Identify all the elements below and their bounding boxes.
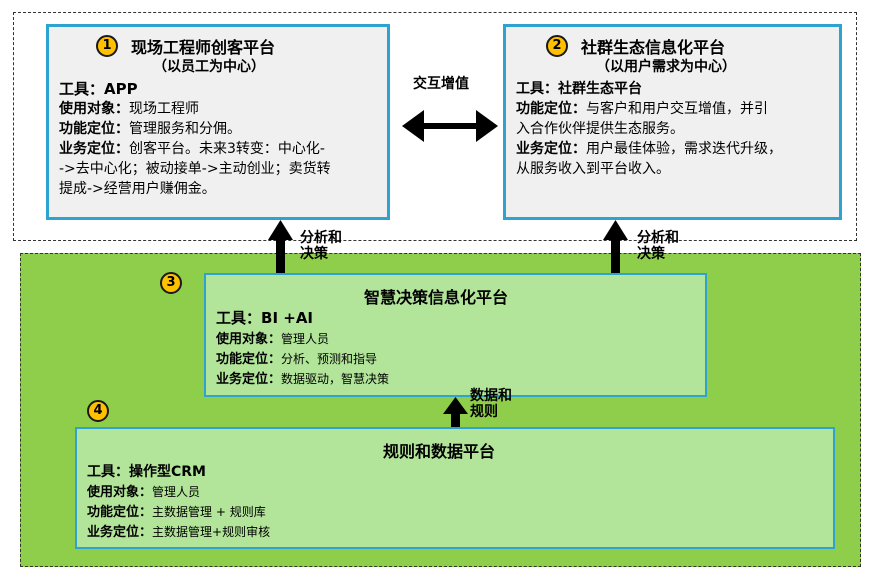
box1-biz-val-2: ->去中心化；被动接单->主动创业；卖货转 (59, 161, 331, 177)
arrow-label-data-rules: 数据和 规则 (470, 388, 512, 420)
box3-tool-key: 工具： (216, 309, 262, 327)
badge-4: 4 (87, 400, 109, 422)
arrow-label-center-line-2: 规则 (470, 404, 498, 420)
exchange-label: 交互增值 (413, 76, 469, 92)
box3-func-line: 功能定位：分析、预测和指导 (216, 348, 377, 367)
box3-title: 智慧决策信息化平台 (364, 288, 509, 307)
box2-func-val-1: 与客户和用户交互增值，并引 (586, 101, 768, 117)
box2-biz-val-2: 从服务收入到平台收入。 (516, 161, 670, 177)
box3-biz-val: 数据驱动，智慧决策 (281, 372, 390, 386)
double-arrow (402, 110, 498, 142)
badge-1: 1 (96, 35, 118, 57)
box2-title: 社群生态信息化平台 (581, 38, 726, 57)
box2-func-val-2: 入合作伙伴提供生态服务。 (516, 121, 684, 137)
box4-tool-line: 工具：操作型CRM (87, 461, 206, 481)
box1-tool-key: 工具： (59, 80, 105, 98)
box1-tool-line: 工具：APP (59, 78, 138, 99)
box4-biz-line: 业务定位：主数据管理+规则审核 (87, 521, 270, 540)
box4-title: 规则和数据平台 (383, 442, 496, 461)
arrow-label-right-line-1: 分析和 (637, 230, 679, 246)
badge-2: 2 (546, 35, 568, 57)
box1-subtitle: （以员工为中心） (153, 59, 265, 75)
box4-func-val: 主数据管理 + 规则库 (152, 505, 266, 519)
box2-biz-line: 业务定位：用户最佳体验，需求迭代升级， (516, 138, 782, 158)
box3-target-key: 使用对象： (216, 332, 282, 347)
up-arrow-left (268, 220, 293, 273)
box-engineer-platform: 1 现场工程师创客平台 （以员工为中心） 工具：APP 使用对象：现场工程师 功… (46, 24, 390, 220)
arrow-label-analysis-left: 分析和 决策 (300, 230, 342, 262)
box4-tool-key: 工具： (87, 464, 129, 480)
up-arrow-center (443, 397, 468, 427)
box2-tool-line: 工具：社群生态平台 (516, 78, 642, 98)
box3-target-val: 管理人员 (281, 332, 330, 346)
box4-biz-key: 业务定位： (87, 525, 153, 540)
box1-tool-val: APP (104, 80, 138, 98)
box4-func-key: 功能定位： (87, 505, 153, 520)
box-decision-platform: 智慧决策信息化平台 工具：BI +AI 使用对象：管理人员 功能定位：分析、预测… (204, 273, 707, 397)
box1-target-key: 使用对象： (59, 101, 129, 117)
up-arrow-right (603, 220, 628, 273)
box1-func-line: 功能定位：管理服务和分佣。 (59, 118, 241, 138)
box1-target-val: 现场工程师 (129, 101, 199, 117)
box3-biz-line: 业务定位：数据驱动，智慧决策 (216, 368, 389, 387)
box2-biz-key: 业务定位： (516, 141, 586, 157)
box3-target-line: 使用对象：管理人员 (216, 328, 329, 347)
box2-tool-key: 工具： (516, 81, 558, 97)
arrow-label-left-line-2: 决策 (300, 246, 328, 262)
box3-tool-line: 工具：BI +AI (216, 307, 313, 328)
box2-tool-val: 社群生态平台 (558, 81, 642, 97)
arrow-label-analysis-right: 分析和 决策 (637, 230, 679, 262)
box4-tool-val: 操作型CRM (129, 464, 206, 480)
box2-func-line: 功能定位：与客户和用户交互增值，并引 (516, 98, 768, 118)
box1-biz-key: 业务定位： (59, 141, 129, 157)
box2-subtitle: （以用户需求为中心） (596, 59, 736, 75)
box4-target-val: 管理人员 (152, 485, 201, 499)
box1-biz-line: 业务定位：创客平台。未来3转变：中心化- (59, 138, 325, 158)
box3-biz-key: 业务定位： (216, 372, 282, 387)
box3-tool-val: BI +AI (261, 309, 314, 327)
box1-biz-val-3: 提成->经营用户赚佣金。 (59, 181, 216, 197)
box1-target-line: 使用对象：现场工程师 (59, 98, 199, 118)
box4-target-key: 使用对象： (87, 485, 153, 500)
box1-biz-val-1: 创客平台。未来3转变：中心化- (129, 141, 325, 157)
box2-biz-val-1: 用户最佳体验，需求迭代升级， (586, 141, 782, 157)
box1-func-val: 管理服务和分佣。 (129, 121, 241, 137)
box4-target-line: 使用对象：管理人员 (87, 481, 200, 500)
box1-title: 现场工程师创客平台 (131, 38, 276, 57)
box2-func-key: 功能定位： (516, 101, 586, 117)
box-community-platform: 2 社群生态信息化平台 （以用户需求为中心） 工具：社群生态平台 功能定位：与客… (503, 24, 842, 220)
arrow-label-left-line-1: 分析和 (300, 230, 342, 246)
box3-func-val: 分析、预测和指导 (281, 352, 378, 366)
badge-3: 3 (160, 272, 182, 294)
box4-func-line: 功能定位：主数据管理 + 规则库 (87, 501, 266, 520)
box-rules-data-platform: 规则和数据平台 工具：操作型CRM 使用对象：管理人员 功能定位：主数据管理 +… (75, 427, 835, 549)
arrow-label-right-line-2: 决策 (637, 246, 665, 262)
box3-func-key: 功能定位： (216, 352, 282, 367)
box4-biz-val: 主数据管理+规则审核 (152, 525, 271, 539)
arrow-label-center-line-1: 数据和 (470, 388, 512, 404)
top-region (13, 12, 857, 241)
box1-func-key: 功能定位： (59, 121, 129, 137)
